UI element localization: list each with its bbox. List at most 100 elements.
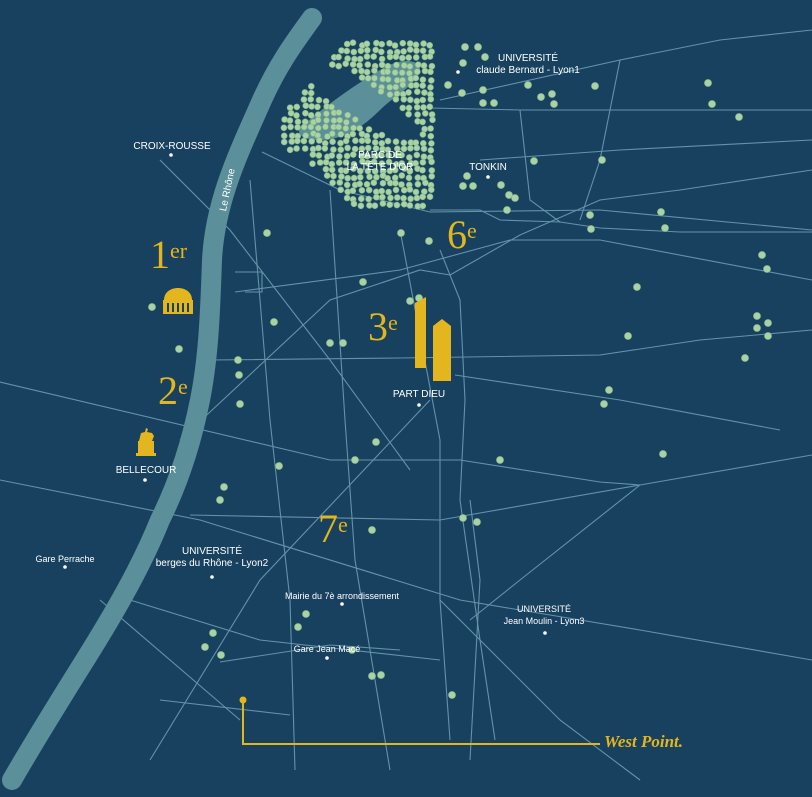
tree-icon: [496, 456, 504, 464]
tree-icon: [405, 104, 413, 112]
tree-icon: [429, 116, 436, 124]
tree-icon: [393, 90, 401, 98]
tree-icon: [412, 54, 420, 61]
tree-icon: [412, 74, 420, 82]
tree-icon: [427, 147, 435, 154]
tree-icon: [286, 146, 294, 154]
towers-icon: [415, 297, 451, 381]
tree-icon: [378, 40, 386, 48]
dot-part-dieu: [417, 403, 421, 407]
tree-icon: [281, 116, 288, 123]
tree-icon: [308, 103, 316, 110]
street: [439, 29, 812, 101]
tree-icon: [391, 42, 399, 49]
tree-icon: [497, 181, 505, 189]
tree-icon: [370, 81, 378, 89]
tree-icon: [419, 47, 427, 55]
tree-icon: [419, 166, 426, 174]
tree-icon: [407, 195, 414, 203]
tree-icon: [427, 84, 434, 91]
streets: [0, 29, 812, 781]
tree-icon: [363, 53, 371, 60]
tree-icon: [753, 312, 761, 320]
tree-icon: [524, 81, 532, 89]
tree-icon: [386, 84, 394, 91]
tree-icon: [425, 237, 433, 245]
tree-icon: [357, 47, 365, 55]
dot-tonkin: [486, 175, 490, 179]
tree-icon: [335, 159, 343, 166]
tree-icon: [336, 153, 343, 160]
tree-icon: [400, 194, 407, 202]
tree-icon: [330, 146, 337, 153]
tree-icon: [406, 186, 414, 193]
tree-icon: [328, 160, 336, 168]
tree-icon: [459, 59, 467, 67]
tree-icon: [344, 111, 352, 119]
district-number: 7: [318, 506, 338, 551]
tree-icon: [315, 137, 323, 144]
tree-icon: [337, 186, 345, 194]
label-univ-lyon2: UNIVERSITÉ berges du Rhône - Lyon2: [156, 546, 269, 570]
street-trees: [148, 43, 772, 699]
tree-icon: [530, 157, 538, 165]
tree-icon: [420, 40, 427, 47]
tree-icon: [406, 69, 413, 77]
tree-icon: [363, 40, 371, 48]
label-gare-jean-mace: Gare Jean Macé: [293, 644, 361, 654]
label-croix-rousse: CROIX-ROUSSE: [133, 141, 211, 152]
street: [261, 151, 812, 231]
tree-icon: [371, 202, 379, 209]
tree-icon: [351, 456, 359, 464]
park-label: PARC DE LA TÊTE D'OR: [347, 150, 414, 174]
tree-icon: [386, 91, 394, 98]
tree-icon: [217, 651, 225, 659]
tree-icon: [294, 137, 301, 145]
tree-icon: [301, 89, 309, 96]
tree-icon: [368, 526, 376, 534]
label-mairie: Mairie du 7è arrondissement: [284, 591, 400, 601]
tree-icon: [426, 193, 434, 200]
tree-icon: [708, 100, 716, 108]
tree-icon: [370, 53, 378, 60]
tree-icon: [399, 39, 407, 47]
tree-icon: [405, 174, 413, 182]
tree-icon: [350, 124, 357, 132]
district-1er: 1er: [150, 235, 187, 275]
street: [430, 209, 812, 233]
tree-icon: [405, 154, 413, 161]
tree-icon: [307, 83, 315, 90]
tree-icon: [302, 610, 310, 618]
street: [439, 249, 496, 741]
tree-icon: [735, 113, 743, 121]
tree-icon: [427, 125, 434, 132]
tree-icon: [392, 179, 399, 187]
tree-icon: [503, 206, 511, 214]
tree-icon: [479, 86, 487, 94]
tree-icon: [351, 67, 358, 75]
tree-icon: [293, 112, 300, 119]
tree-icon: [490, 99, 498, 107]
dot-univ-lyon3: [543, 631, 547, 635]
tree-icon: [586, 211, 594, 219]
tree-icon: [373, 39, 380, 47]
tree-icon: [428, 167, 436, 174]
street: [99, 599, 241, 721]
tree-icon: [370, 179, 378, 186]
tree-icon: [377, 88, 385, 95]
tree-icon: [343, 47, 351, 55]
district-3e: 3e: [368, 307, 398, 347]
tree-icon: [407, 145, 414, 152]
tree-icon: [328, 166, 336, 174]
tree-icon: [461, 43, 469, 51]
street: [579, 59, 621, 221]
dot-mairie: [340, 602, 344, 606]
tree-icon: [336, 179, 344, 186]
tree-icon: [393, 61, 400, 69]
tree-icon: [392, 53, 400, 61]
tree-icon: [419, 140, 427, 147]
tree-icon: [357, 195, 365, 203]
tree-icon: [216, 496, 224, 504]
tree-icon: [148, 303, 156, 311]
